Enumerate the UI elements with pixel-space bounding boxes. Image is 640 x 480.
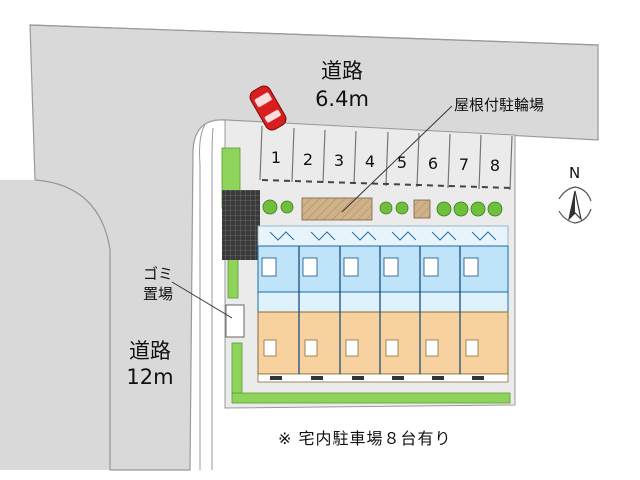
compass-north-label: N xyxy=(569,164,581,182)
parking-area xyxy=(259,125,513,191)
top-road-width: 6.4m xyxy=(315,87,369,111)
parking-slot-2: 2 xyxy=(302,150,314,169)
parking-slot-8: 8 xyxy=(489,156,501,175)
top-road-name: 道路 xyxy=(321,59,363,83)
green-strip-bottom xyxy=(231,392,511,404)
apartment-building xyxy=(257,225,509,383)
garbage-leader-line xyxy=(171,281,233,319)
paved-entry xyxy=(222,190,260,260)
garbage-label-line1: ゴミ xyxy=(143,265,174,283)
left-road xyxy=(0,180,110,470)
footer-note: ※ 宅内駐車場８台有り xyxy=(278,429,452,448)
left-road-name: 道路 xyxy=(129,339,171,363)
garbage-area-box xyxy=(225,304,245,338)
parking-slot-1: 1 xyxy=(270,148,282,167)
bicycle-parking-label: 屋根付駐輪場 xyxy=(454,96,545,114)
parking-slot-3: 3 xyxy=(333,151,345,170)
compass-icon xyxy=(558,186,592,224)
car-icon xyxy=(249,85,287,131)
parking-slot-6: 6 xyxy=(427,154,439,173)
parking-slot-4: 4 xyxy=(364,152,376,171)
parking-slot-7: 7 xyxy=(458,155,470,174)
parking-slot-5: 5 xyxy=(396,153,408,172)
hedge-row xyxy=(262,199,503,217)
covered-bicycle-parking xyxy=(301,197,373,221)
bicycle-leader-line xyxy=(341,105,453,213)
garbage-label-line2: 置場 xyxy=(143,285,174,303)
left-road-width: 12m xyxy=(126,365,174,389)
